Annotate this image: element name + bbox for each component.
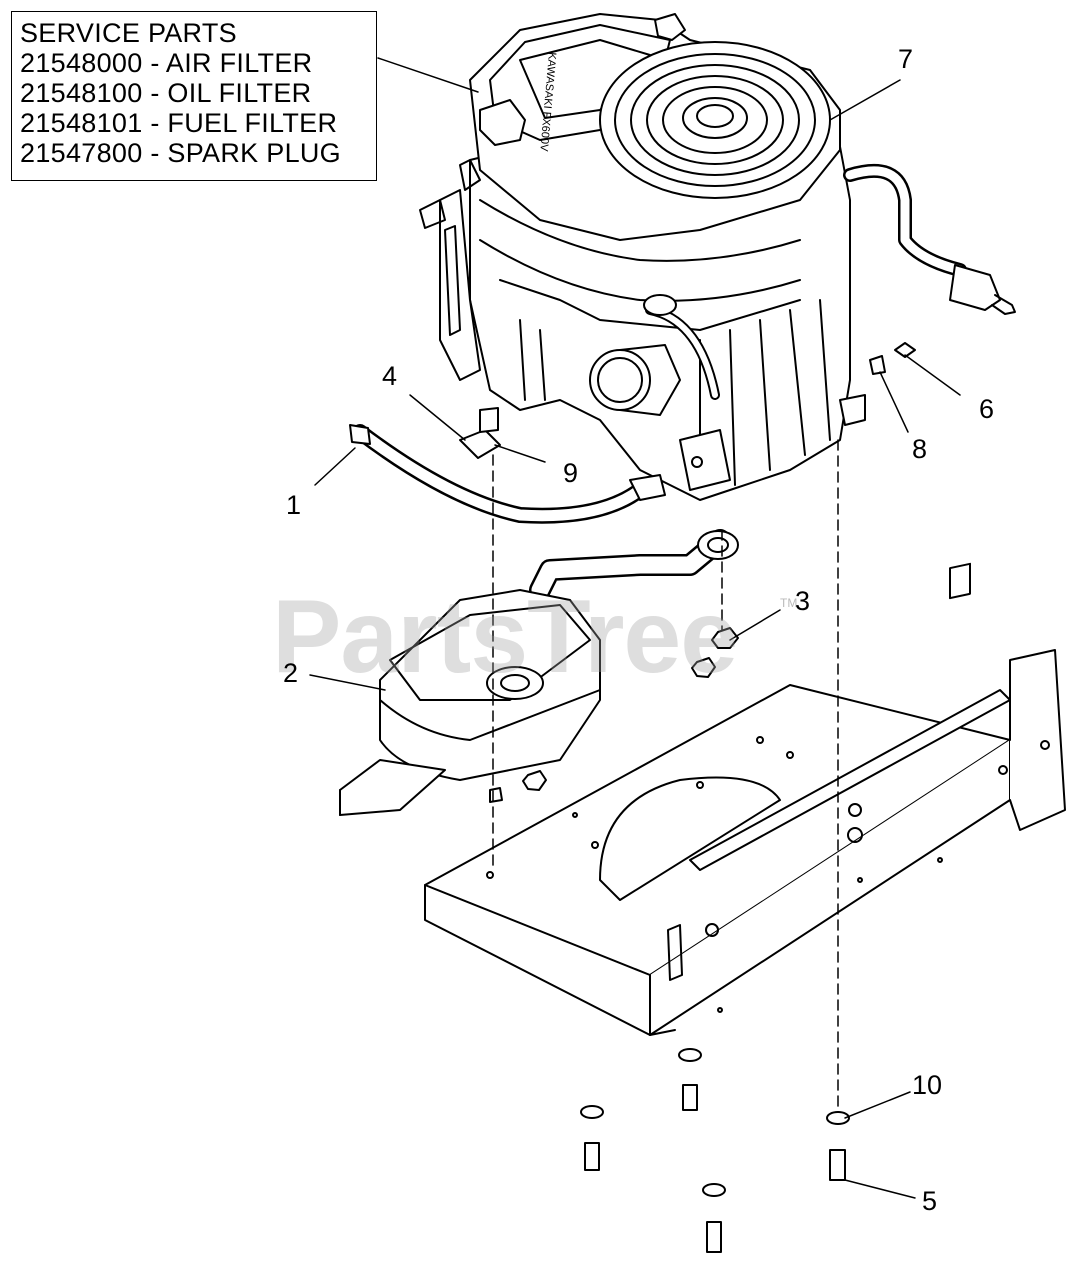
callout-8: 8 [912, 434, 928, 464]
nuts [489, 627, 739, 803]
callout-9: 9 [563, 458, 579, 488]
callout-7: 7 [898, 44, 914, 74]
service-part-spark-plug: 21547800 - SPARK PLUG [20, 138, 341, 168]
service-part-oil-filter: 21548100 - OIL FILTER [20, 78, 312, 108]
bottom-hardware [580, 1048, 850, 1253]
watermark-trademark: TM [780, 596, 798, 610]
watermark: PartsTree [272, 579, 738, 695]
service-parts-heading: SERVICE PARTS [20, 18, 237, 48]
service-part-air-filter: 21548000 - AIR FILTER [20, 48, 313, 78]
callout-1: 1 [286, 490, 302, 520]
fuel-hose [349, 424, 666, 524]
alignment-lines [492, 439, 839, 1111]
engine: KAWASAKI FX600V [419, 13, 1016, 501]
callout-6: 6 [979, 394, 995, 424]
clamp [459, 407, 501, 459]
callout-2: 2 [283, 658, 299, 688]
leader-lines [309, 57, 961, 1199]
mounting-frame [424, 562, 1066, 1036]
service-parts-box: SERVICE PARTS 21548000 - AIR FILTER 2154… [11, 11, 377, 181]
callout-5: 5 [922, 1186, 938, 1216]
callout-10: 10 [912, 1070, 943, 1100]
service-part-fuel-filter: 21548101 - FUEL FILTER [20, 108, 338, 138]
muffler [339, 529, 739, 816]
callout-3: 3 [795, 586, 811, 616]
callout-4: 4 [382, 361, 398, 391]
bolt-and-washer [869, 342, 916, 375]
